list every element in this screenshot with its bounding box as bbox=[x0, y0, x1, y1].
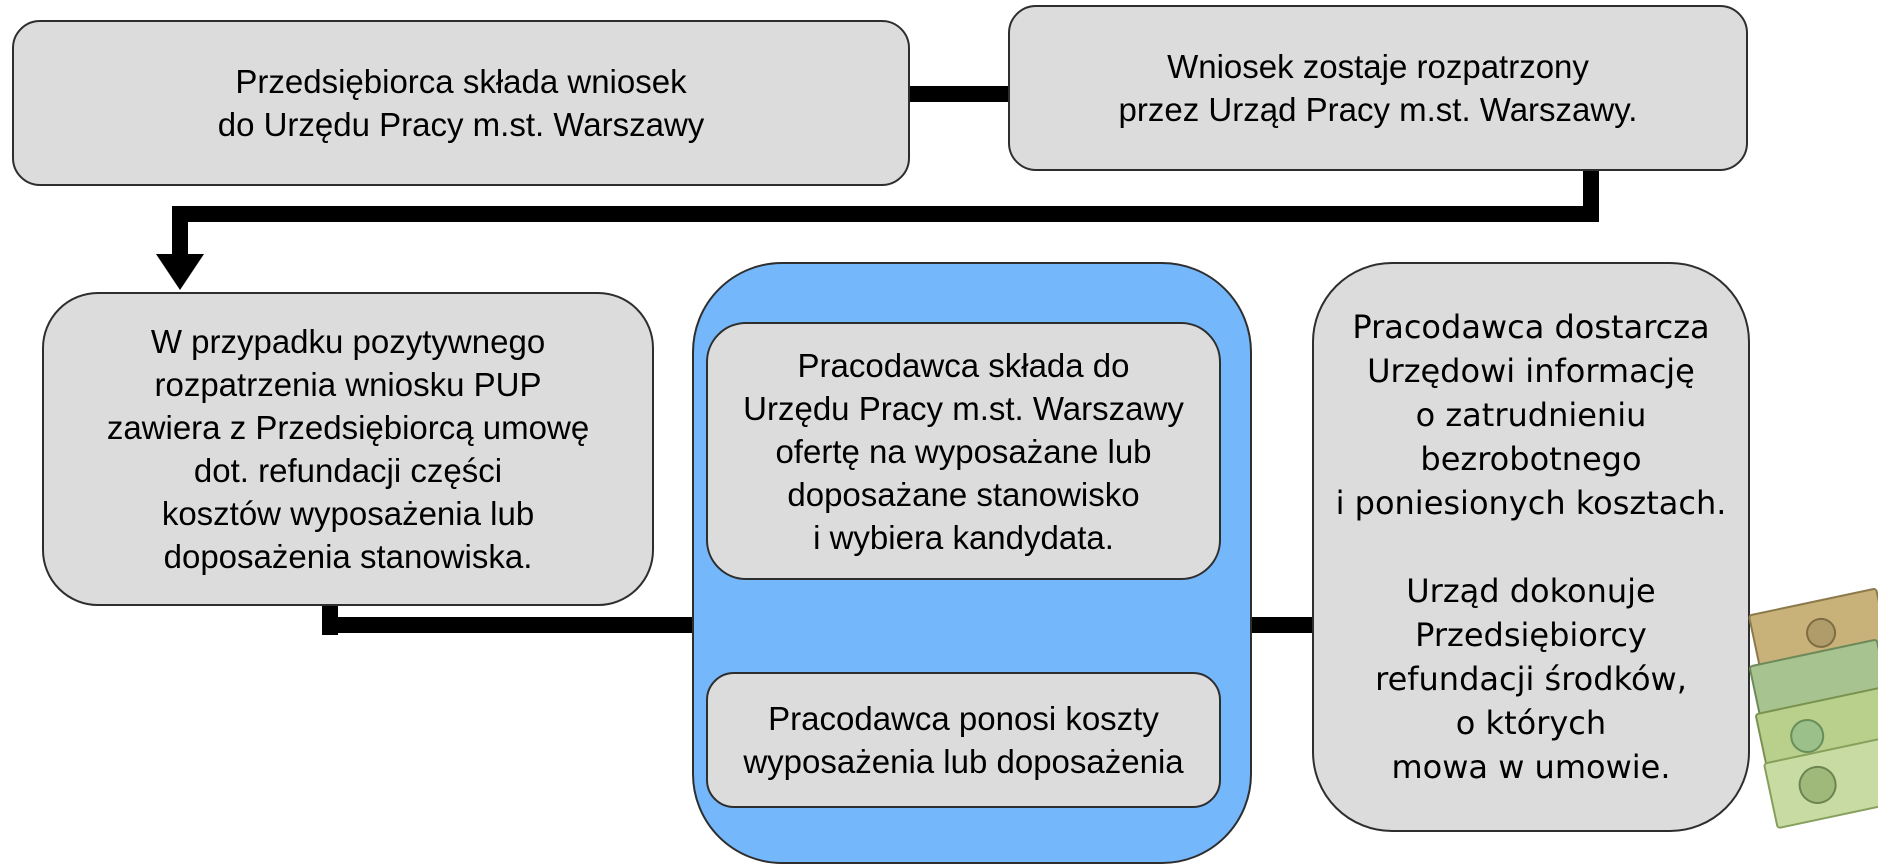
step-submit-application: Przedsiębiorca składa wniosek do Urzędu … bbox=[12, 20, 910, 186]
step-application-reviewed-text: Wniosek zostaje rozpatrzony przez Urząd … bbox=[1118, 48, 1638, 128]
step-employer-offer-text: Pracodawca składa do Urzędu Pracy m.st. … bbox=[743, 346, 1184, 556]
step-employer-costs-text: Pracodawca ponosi koszty wyposażenia lub… bbox=[743, 700, 1184, 780]
banknotes-icon bbox=[1748, 588, 1878, 829]
step-employer-costs: Pracodawca ponosi koszty wyposażenia lub… bbox=[706, 672, 1221, 808]
step-employer-offer: Pracodawca składa do Urzędu Pracy m.st. … bbox=[706, 322, 1221, 580]
step-submit-application-text: Przedsiębiorca składa wniosek do Urzędu … bbox=[217, 63, 705, 143]
arrow-step2-to-step3 bbox=[156, 170, 1599, 290]
step-agreement-signed: W przypadku pozytywnego rozpatrzenia wni… bbox=[42, 292, 654, 606]
step-application-reviewed: Wniosek zostaje rozpatrzony przez Urząd … bbox=[1008, 5, 1748, 171]
step-refund-made-text: Pracodawca dostarcza Urzędowi informację… bbox=[1335, 308, 1727, 786]
step-agreement-signed-text: W przypadku pozytywnego rozpatrzenia wni… bbox=[106, 323, 590, 575]
step-refund-made: Pracodawca dostarcza Urzędowi informację… bbox=[1312, 262, 1750, 832]
